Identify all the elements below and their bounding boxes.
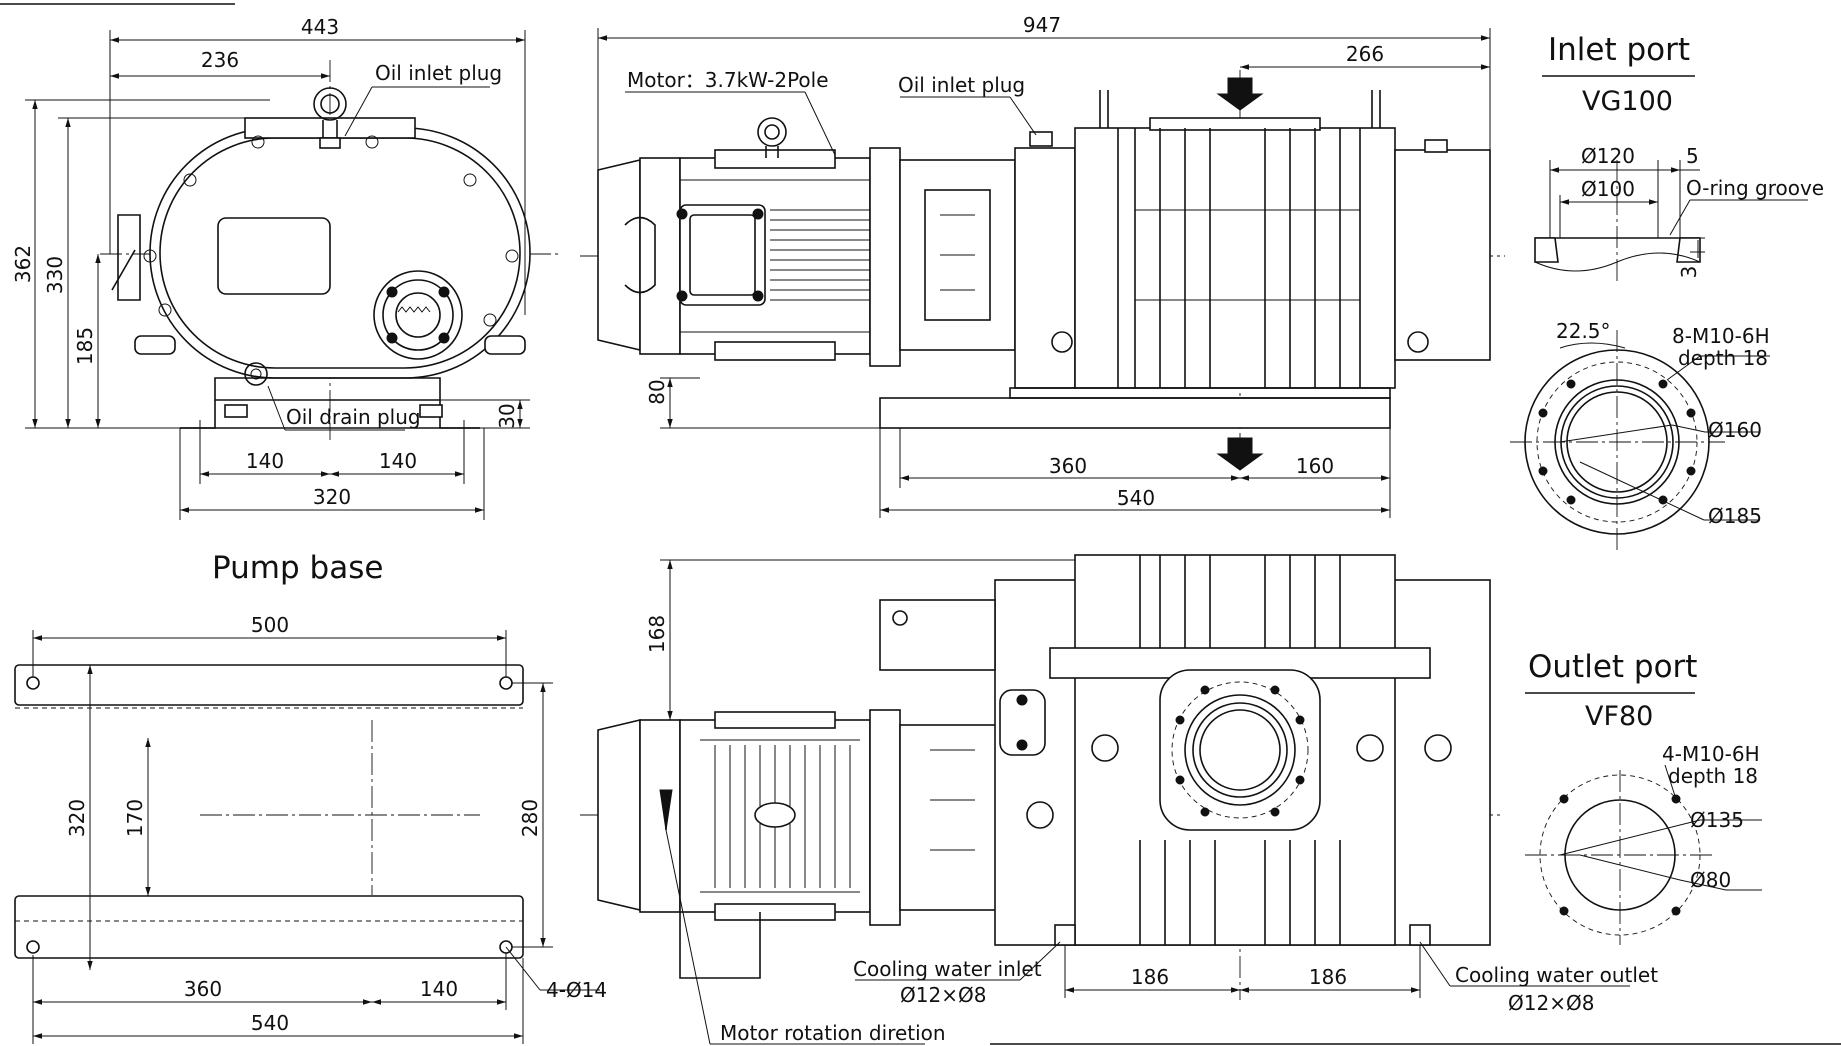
top-dim-width-offset: 168	[645, 615, 669, 653]
outlet-dim-pcd: Ø135	[1690, 808, 1744, 832]
inlet-dim-bolt-spec: 8-M10-6H	[1672, 324, 1770, 348]
base-dim-hole-span: 500	[251, 613, 289, 637]
label-side-oil-inlet: Oil inlet plug	[898, 73, 1025, 97]
inlet-dim-flange-od: Ø185	[1708, 504, 1762, 528]
dim-front-height-total: 362	[11, 245, 35, 283]
label-side-motor: Motor：3.7kW-2Pole	[627, 68, 829, 92]
label-water-inlet: Cooling water inlet	[853, 957, 1042, 981]
label-front-oil-drain: Oil drain plug	[286, 405, 421, 429]
outlet-dim-bolt-depth: depth 18	[1668, 764, 1758, 788]
side-view: 947 266 80 360 160 540 Motor：3.7kW-2Pole…	[580, 13, 1505, 518]
inlet-dim-pcd: Ø160	[1708, 418, 1762, 442]
inlet-dim-groove-width: 5	[1686, 144, 1699, 168]
dim-front-offset-width: 236	[201, 48, 239, 72]
dim-front-foot-left: 140	[246, 449, 284, 473]
top-dim-water-left: 186	[1131, 965, 1169, 989]
outlet-port-title: Outlet port	[1528, 649, 1697, 685]
base-dim-side-height: 280	[518, 799, 542, 837]
dim-front-foot-right: 140	[379, 449, 417, 473]
top-view: 168 186 186 Cooling water inlet Ø12×Ø8 C…	[580, 554, 1841, 1045]
label-water-outlet-size: Ø12×Ø8	[1508, 991, 1594, 1015]
base-dim-seg-left: 360	[184, 977, 222, 1001]
pump-base: Pump base 500 320 170 280 360 140 540	[14, 550, 607, 1044]
top-dim-water-right: 186	[1309, 965, 1347, 989]
dim-side-overall-length: 947	[1023, 13, 1061, 37]
outlet-port: Outlet port VF80 4-M10-6H depth 18 Ø135 …	[1525, 649, 1762, 945]
dim-side-base-height: 80	[645, 379, 669, 404]
dim-side-base-right: 160	[1296, 454, 1334, 478]
dim-front-foot-span: 320	[313, 485, 351, 509]
inlet-dim-bolt-depth: depth 18	[1678, 346, 1768, 370]
outlet-dim-bolt-spec: 4-M10-6H	[1662, 742, 1760, 766]
dim-front-height-body: 330	[43, 256, 67, 294]
outlet-dim-bore: Ø80	[1690, 868, 1731, 892]
label-rotation: Motor rotation diretion	[720, 1021, 946, 1045]
dim-side-flange-offset: 266	[1346, 42, 1384, 66]
front-view: 443 236 362 330 185 30 140 140 320 Oil i…	[11, 15, 560, 520]
inlet-dim-outer: Ø120	[1581, 144, 1635, 168]
base-dim-seg-right: 140	[420, 977, 458, 1001]
inlet-port-title: Inlet port	[1548, 32, 1690, 68]
dim-side-base-left: 360	[1049, 454, 1087, 478]
label-front-oil-inlet: Oil inlet plug	[375, 61, 502, 85]
base-dim-width: 320	[65, 799, 89, 837]
pump-base-title: Pump base	[212, 550, 383, 586]
inlet-dim-inner: Ø100	[1581, 177, 1635, 201]
label-water-outlet: Cooling water outlet	[1455, 963, 1658, 987]
inlet-port: Inlet port VG100 Ø120 Ø100 5 3 O-ring gr…	[1510, 32, 1824, 552]
base-dim-length: 540	[251, 1011, 289, 1035]
inlet-dim-groove-depth: 3	[1677, 266, 1701, 279]
base-dim-holes: 4-Ø14	[546, 978, 607, 1002]
inlet-port-standard: VG100	[1582, 86, 1673, 117]
dim-side-base-length: 540	[1117, 486, 1155, 510]
inlet-dim-angle: 22.5°	[1556, 319, 1611, 343]
base-dim-inner-width: 170	[123, 799, 147, 837]
outlet-port-standard: VF80	[1585, 701, 1653, 732]
dim-front-overall-width: 443	[301, 15, 339, 39]
dim-front-foot-height: 30	[495, 403, 519, 428]
inlet-label-oring: O-ring groove	[1686, 176, 1824, 200]
label-water-inlet-size: Ø12×Ø8	[900, 983, 986, 1007]
dim-front-center-height: 185	[73, 327, 97, 365]
